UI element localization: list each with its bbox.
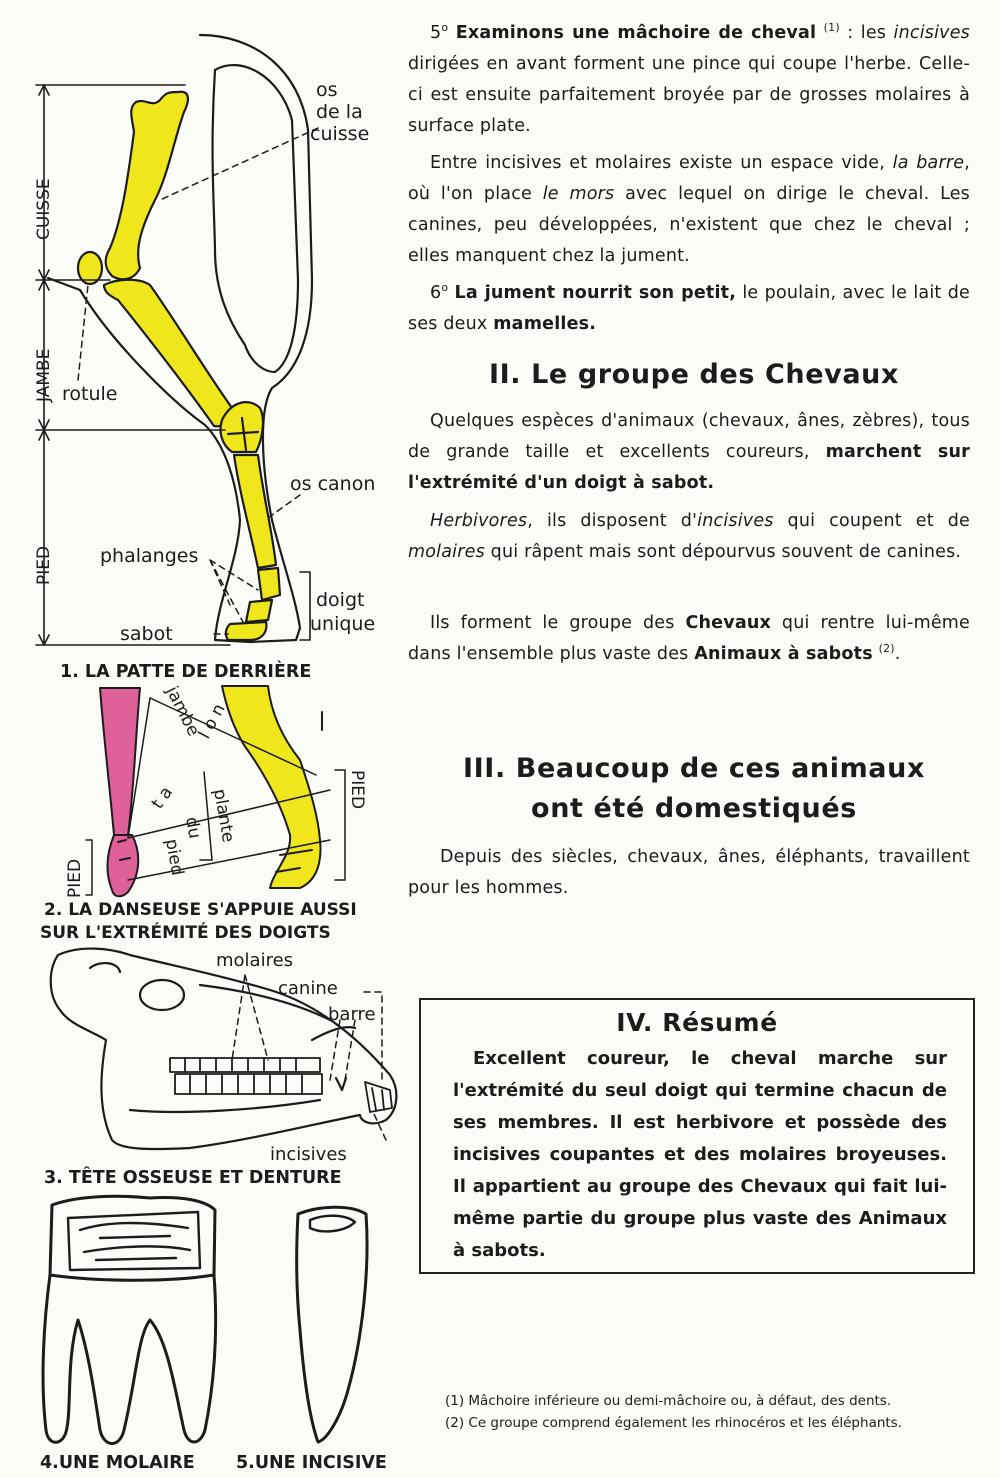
section-heading-3-line2: ont été domestiqués	[531, 793, 857, 824]
label-barre: barre	[328, 1004, 376, 1025]
dancer-measure-lines	[85, 697, 346, 896]
section-heading-3-line1: III. Beaucoup de ces animaux	[463, 753, 925, 784]
footnote-1: (1) Mâchoire inférieure ou demi-mâchoire…	[445, 1393, 892, 1409]
label-rotule: rotule	[62, 383, 117, 405]
hind-leg-figure	[35, 33, 319, 646]
caption-fig3: 3. TÊTE OSSEUSE ET DENTURE	[44, 1166, 342, 1188]
leg-body-outline	[46, 33, 314, 644]
summary-box: IV. Résumé Excellent coureur, le cheval …	[419, 998, 975, 1274]
label-pied: PIED	[34, 546, 54, 585]
label-cuisse: CUISSE	[34, 178, 54, 240]
eye-socket	[138, 978, 186, 1012]
dancer-figure	[85, 685, 346, 898]
lower-jaw-line	[128, 1098, 322, 1114]
dancer-leg	[99, 687, 141, 836]
footnotes: (1) Mâchoire inférieure ou demi-mâchoire…	[445, 1390, 995, 1434]
femur-bone	[104, 90, 190, 281]
tarsal-bones	[219, 401, 265, 454]
skull-figure	[49, 947, 398, 1151]
footnote-2: (2) Ce groupe comprend également les rhi…	[445, 1415, 903, 1431]
skull-outline	[49, 947, 398, 1151]
upper-molars	[169, 1057, 321, 1073]
caption-fig5: 5.UNE INCISIVE	[236, 1453, 387, 1473]
cannon-bone	[232, 453, 278, 570]
para-5: 5o Examinons une mâchoire de cheval (1) …	[408, 21, 971, 136]
summary-title: IV. Résumé	[616, 1008, 778, 1037]
label-os-cuisse-3: cuisse	[310, 123, 369, 145]
label-du: du	[181, 815, 204, 840]
incisor-outline	[295, 1205, 369, 1444]
para-forment: Ils forment le groupe des Chevaux qui re…	[408, 613, 970, 664]
skull-upper-contour	[88, 962, 357, 1042]
incisor-figure	[295, 1205, 369, 1444]
molar-outline	[41, 1194, 218, 1445]
horse-leg-yellow	[221, 685, 322, 889]
label-doigt-2: unique	[310, 613, 375, 635]
dancer-foot	[106, 834, 140, 898]
phalanx-bones	[224, 566, 282, 642]
label-phalanges: phalanges	[100, 545, 198, 567]
caption-fig2-line2: SUR L'EXTRÉMITÉ DES DOIGTS	[40, 921, 331, 943]
label-molaires: molaires	[216, 950, 293, 971]
caption-fig4: 4.UNE MOLAIRE	[40, 1453, 195, 1473]
label-plante: plante	[209, 787, 238, 843]
incisor-cup	[308, 1214, 357, 1233]
patella-bone	[76, 250, 104, 286]
figures-column: os de la cuisse CUISSE JAMBE rotule PIED…	[34, 33, 398, 1473]
label-jambe: JAMBE	[34, 349, 54, 403]
para-herbivores: Herbivores, ils disposent d'incisives qu…	[408, 511, 970, 562]
para-especes: Quelques espèces d'animaux (chevaux, âne…	[408, 411, 971, 493]
label-os-cuisse-1: os	[316, 79, 338, 101]
leg-leader-lines	[77, 127, 319, 635]
label-doigt-1: doigt	[316, 589, 364, 611]
molar-enamel-pattern	[66, 1210, 202, 1272]
caption-fig2-line1: 2. LA DANSEUSE S'APPUIE AUSSI	[44, 900, 357, 920]
para-barre: Entre incisives et molaires existe un es…	[408, 153, 970, 266]
section-heading-2: II. Le groupe des Chevaux	[488, 359, 900, 390]
label-long-diag: l o n	[195, 701, 230, 743]
skull-labels: molaires canine barre incisives	[216, 950, 376, 1165]
molar-crown-line	[48, 1273, 216, 1282]
label-pied-left: PIED	[65, 859, 85, 898]
para-depuis: Depuis des siècles, chevaux, ânes, éléph…	[408, 847, 970, 898]
label-os-cuisse-2: de la	[316, 101, 363, 123]
label-canine: canine	[278, 978, 338, 999]
label-pied-right: PIED	[347, 770, 367, 809]
caption-fig1: 1. LA PATTE DE DERRIÈRE	[60, 660, 311, 682]
leg-rump-outline	[211, 64, 300, 374]
para-6: 6o La jument nourrit son petit, le poula…	[408, 281, 970, 334]
leg-measure-lines	[35, 84, 231, 646]
lower-molars	[174, 1073, 323, 1095]
toe-bracket	[299, 571, 311, 641]
label-pied-diag: pied	[161, 837, 187, 877]
summary-text: Excellent coureur, le cheval marche sur …	[453, 1048, 947, 1261]
label-ta-diag: t a	[148, 783, 177, 813]
label-os-canon: os canon	[290, 473, 375, 495]
hind-leg-labels: os de la cuisse CUISSE JAMBE rotule PIED…	[34, 79, 375, 645]
molar-figure	[41, 1194, 218, 1445]
incisor-teeth	[364, 1081, 393, 1113]
tibia-bone	[102, 278, 234, 428]
skull-leader-lines	[231, 974, 387, 1141]
canine-tooth	[334, 1076, 348, 1092]
label-incisives: incisives	[270, 1144, 347, 1165]
label-sabot: sabot	[120, 623, 173, 645]
